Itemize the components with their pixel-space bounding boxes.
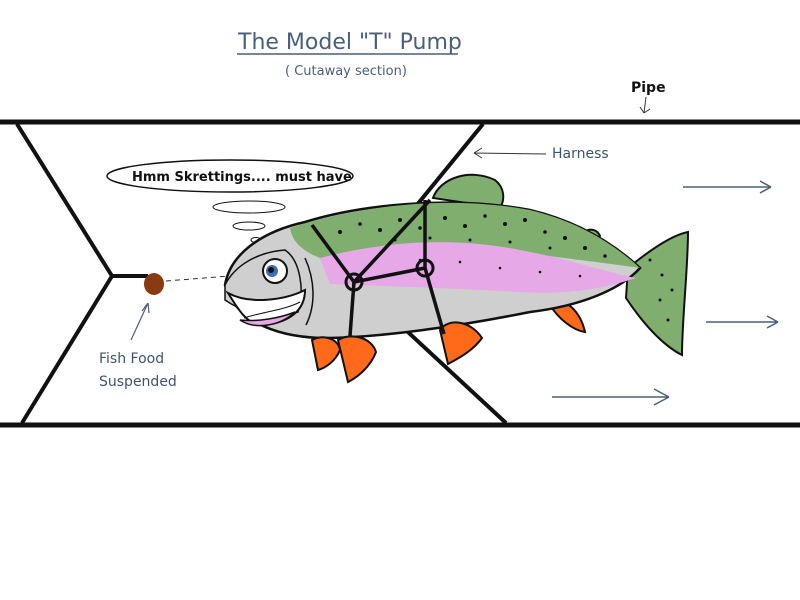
fish-food-label-line1: Fish Food	[99, 351, 164, 367]
diagram-title: The Model "T" Pump	[237, 30, 462, 55]
harness-label: Harness	[552, 146, 609, 162]
thought-bubble	[106, 159, 354, 243]
trout-icon	[223, 173, 690, 384]
harness-ring-rear	[415, 258, 435, 278]
pipe-pointer-icon	[639, 96, 651, 114]
fish-food-label-line2: Suspended	[99, 374, 177, 390]
food-pointer-icon	[130, 302, 150, 341]
pipe-label: Pipe	[631, 80, 666, 96]
harness-pointer-icon	[473, 147, 547, 159]
harness-ring-front	[344, 272, 364, 292]
left-cone	[15, 122, 115, 425]
food-line	[165, 275, 231, 282]
diagram-subtitle: ( Cutaway section)	[285, 64, 407, 79]
fish-food-pellet	[144, 273, 164, 295]
thought-bubble-text: Hmm Skrettings.... must have	[132, 170, 352, 185]
right-arrow-icon	[552, 180, 779, 406]
